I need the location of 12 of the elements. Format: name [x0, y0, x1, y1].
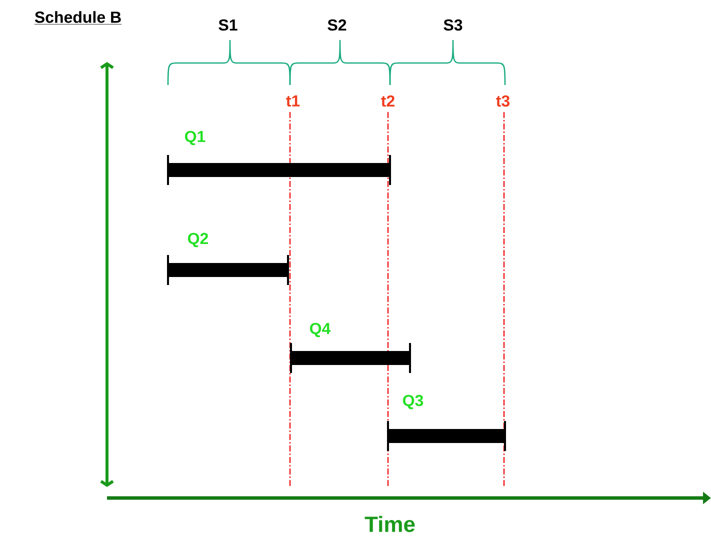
time-label: t3	[496, 95, 510, 107]
time-label: t1	[286, 95, 300, 107]
segment-label: S3	[444, 19, 462, 31]
title: Schedule B	[34, 11, 122, 24]
axis-label: Time	[364, 516, 415, 532]
task-label: Q2	[188, 232, 208, 248]
time-label: t2	[381, 95, 394, 107]
task-label: Q3	[403, 394, 424, 410]
task-label: Q1	[185, 130, 206, 146]
segment-label: S1	[218, 19, 238, 31]
task-label: Q4	[310, 322, 331, 338]
segment-label: S2	[328, 19, 346, 31]
